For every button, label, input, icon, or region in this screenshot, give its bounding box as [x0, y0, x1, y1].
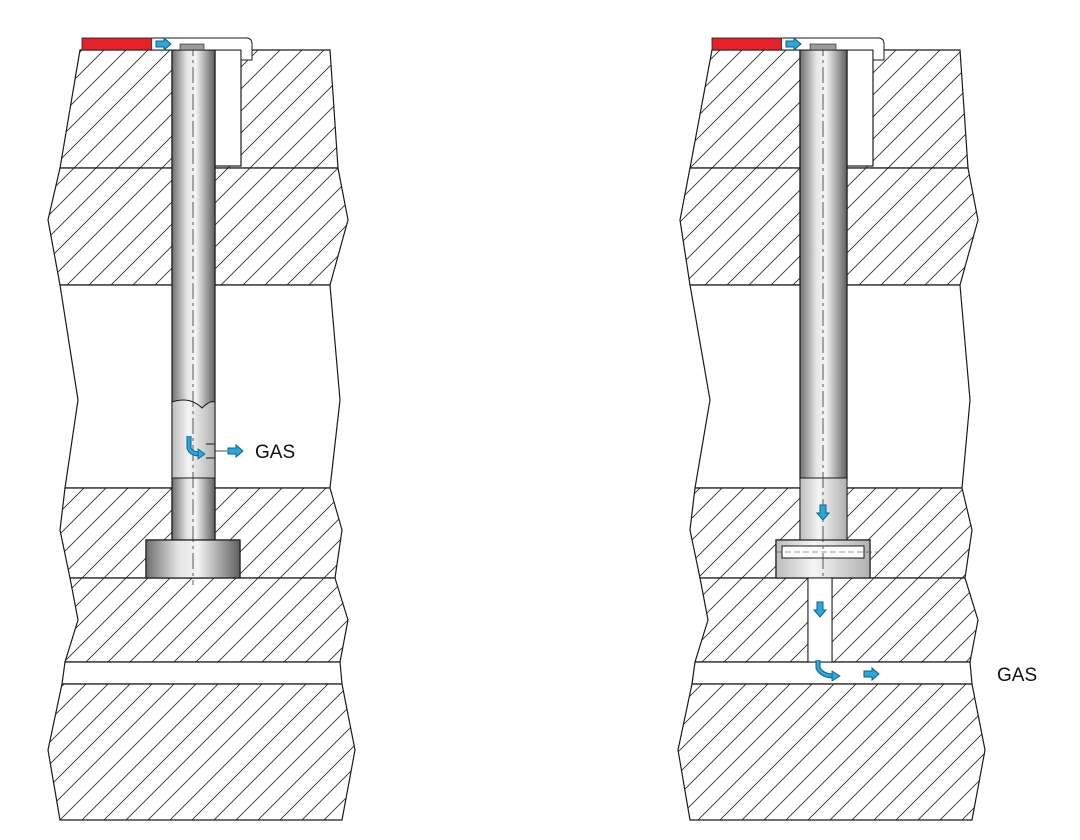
right-plate-5	[677, 683, 986, 821]
right-inlet-red	[711, 37, 783, 51]
left-plate-4	[64, 577, 349, 663]
left-plate-5	[47, 683, 356, 821]
right-plate-4	[694, 577, 979, 663]
left-parting-plate	[61, 661, 343, 685]
left-inlet-red	[81, 37, 153, 51]
left-assembly: GAS	[47, 37, 356, 821]
right-gas-label: GAS	[997, 665, 1037, 686]
left-pin-section	[171, 399, 216, 479]
left-gas-label: GAS	[255, 442, 295, 463]
right-head-pocket	[846, 49, 874, 167]
right-vent-bore	[807, 577, 833, 663]
right-assembly: GAS	[677, 37, 1037, 821]
left-head-pocket	[214, 49, 242, 167]
right-ejector-pin	[799, 49, 848, 481]
